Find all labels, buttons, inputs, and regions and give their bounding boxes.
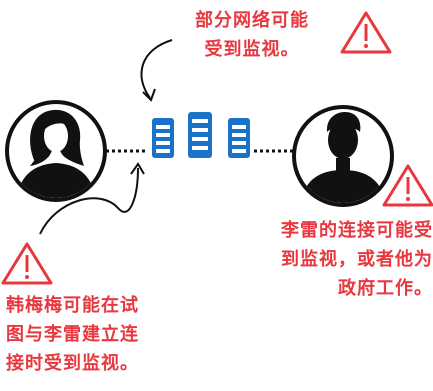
arrow-top-to-servers bbox=[140, 39, 173, 102]
note-right-line-2: 到监视，或者他为 bbox=[281, 249, 433, 270]
note-right-line-3: 政府工作。 bbox=[338, 278, 433, 299]
note-lilei-monitoring: 李雷的连接可能受 到监视，或者他为 政府工作。 bbox=[218, 216, 433, 303]
note-network-monitoring: 部分网络可能 受到监视。 bbox=[172, 6, 332, 64]
warning-triangle-icon-top bbox=[340, 11, 392, 54]
note-left-line-2: 图与李雷建立连 bbox=[6, 324, 139, 345]
note-left-line-1: 韩梅梅可能在试 bbox=[6, 295, 139, 316]
warning-triangle-icon-right bbox=[382, 164, 433, 207]
note-top-line-2: 受到监视。 bbox=[204, 39, 300, 60]
woman-avatar-icon bbox=[5, 100, 107, 202]
man-avatar-icon bbox=[292, 105, 394, 207]
warning-triangle-icon-left bbox=[1, 242, 53, 285]
note-hanmeimei-monitoring: 韩梅梅可能在试 图与李雷建立连 接时受到监视。 bbox=[6, 291, 206, 378]
server-rack-icon bbox=[152, 112, 250, 158]
note-left-line-3: 接时受到监视。 bbox=[6, 353, 139, 374]
note-top-line-1: 部分网络可能 bbox=[195, 10, 309, 31]
arrow-left-to-servers bbox=[39, 162, 145, 235]
note-right-line-1: 李雷的连接可能受 bbox=[281, 220, 433, 241]
